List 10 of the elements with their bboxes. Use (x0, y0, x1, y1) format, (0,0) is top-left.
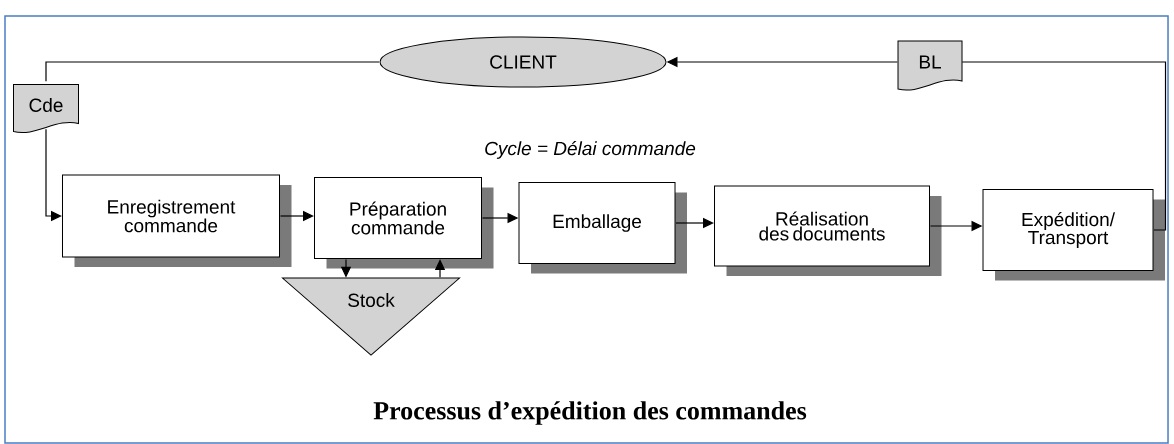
caption: Processus d’expédition des commandes (373, 401, 807, 425)
connector-line (961, 61, 1167, 231)
connector-line (45, 61, 380, 82)
process-box: Enregistrement commande (62, 174, 292, 267)
process-box: Préparation commande (314, 177, 494, 269)
process-box: Réalisation des documents (714, 185, 942, 276)
stock-triangle: Stock (282, 277, 460, 356)
process-box: Expédition/ Transport (982, 189, 1165, 281)
process-box: Emballage (518, 182, 687, 274)
cycle-note: Cycle = Délai commande (485, 141, 696, 159)
